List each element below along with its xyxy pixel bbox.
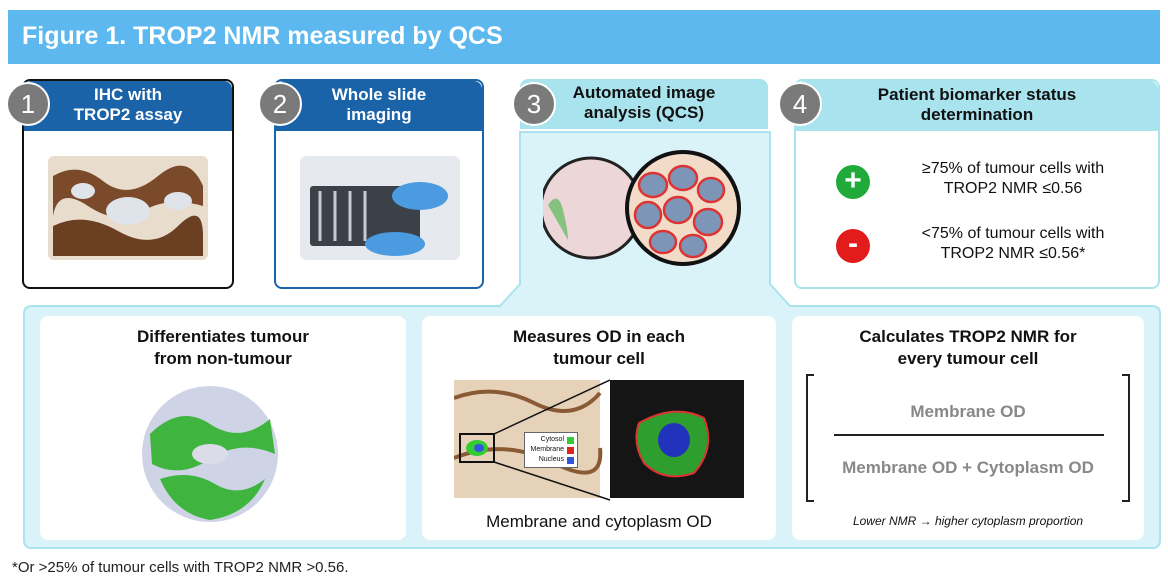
od-caption: Membrane and cytoplasm OD	[486, 512, 712, 531]
step-2-header: Whole slide imaging	[276, 81, 482, 131]
step-2-imaging: Whole slide imaging	[274, 79, 484, 289]
panel-2-title-line1: Measures OD in each	[513, 327, 685, 346]
legend-swatch-nucleus	[567, 456, 574, 464]
panel-tumour-detection: Differentiates tumour from non-tumour	[40, 316, 406, 540]
negative-status-line1: <75% of tumour cells with	[921, 225, 1105, 242]
step-1-header: IHC with TROP2 assay	[24, 81, 232, 131]
left-bracket	[806, 374, 814, 502]
panel-1-title: Differentiates tumour from non-tumour	[40, 326, 406, 370]
step-2-number-badge: 2	[258, 82, 302, 126]
negative-status-icon: -	[836, 229, 870, 263]
ihc-tissue-image	[48, 156, 208, 260]
step-3-title-line1: Automated image	[572, 83, 716, 102]
figure-title: Figure 1. TROP2 NMR measured by QCS	[8, 10, 1160, 64]
step-3-number-badge: 3	[512, 82, 556, 126]
tumour-segmentation-image	[142, 386, 278, 522]
legend-label-cytosol: Cytosol	[540, 436, 564, 443]
step-4-title-line1: Patient biomarker status	[877, 85, 1077, 104]
step-3-title-line2: analysis (QCS)	[584, 103, 704, 122]
step-2-title-line2: imaging	[346, 105, 412, 124]
right-bracket	[1122, 374, 1130, 502]
positive-status-icon: +	[836, 165, 870, 199]
legend-label-membrane: Membrane	[530, 446, 564, 453]
slide-scanner-image	[300, 156, 460, 260]
positive-status-text: ≥75% of tumour cells with TROP2 NMR ≤0.5…	[888, 159, 1138, 199]
legend-label-nucleus: Nucleus	[538, 456, 564, 463]
panel-1-title-line2: from non-tumour	[154, 349, 292, 368]
od-measurement-image	[454, 379, 744, 501]
panel-3-title-line2: every tumour cell	[897, 349, 1039, 368]
step-1-title-line2: TROP2 assay	[73, 105, 183, 124]
fraction-line	[834, 434, 1104, 436]
legend-swatch-membrane	[567, 446, 574, 454]
panel-3-title-line1: Calculates TROP2 NMR for	[859, 327, 1077, 346]
negative-status-line2: TROP2 NMR ≤0.56*	[940, 245, 1086, 262]
footnote: *Or >25% of tumour cells with TROP2 NMR …	[12, 559, 349, 576]
panel-1-title-line1: Differentiates tumour	[137, 327, 309, 346]
panel-2-title-line2: tumour cell	[553, 349, 645, 368]
legend-swatch-cytosol	[567, 436, 574, 444]
nmr-note: Lower NMR → higher cytoplasm proportion	[852, 514, 1084, 528]
step-3-header: Automated image analysis (QCS)	[520, 79, 768, 129]
positive-status-line1: ≥75% of tumour cells with	[921, 160, 1105, 177]
qcs-analysis-image	[543, 150, 741, 266]
panel-nmr-calculation: Calculates TROP2 NMR for every tumour ce…	[792, 316, 1144, 540]
legend-item-cytosol: Cytosol	[528, 435, 574, 445]
nmr-numerator: Membrane OD	[910, 402, 1026, 421]
step-4-status: Patient biomarker status determination +…	[794, 79, 1160, 289]
step-4-title-line2: determination	[920, 105, 1034, 124]
panel-3-title: Calculates TROP2 NMR for every tumour ce…	[792, 326, 1144, 370]
legend-item-nucleus: Nucleus	[528, 455, 574, 465]
legend-item-membrane: Membrane	[528, 445, 574, 455]
positive-status-line2: TROP2 NMR ≤0.56	[943, 180, 1083, 197]
negative-status-text: <75% of tumour cells with TROP2 NMR ≤0.5…	[888, 224, 1138, 264]
step-1-ihc: IHC with TROP2 assay	[22, 79, 234, 289]
od-legend: Cytosol Membrane Nucleus	[524, 432, 578, 468]
panel-2-title: Measures OD in each tumour cell	[422, 326, 776, 370]
step-4-header: Patient biomarker status determination	[796, 81, 1158, 131]
step-1-number-badge: 1	[6, 82, 50, 126]
step-4-number-badge: 4	[778, 82, 822, 126]
nmr-denominator: Membrane OD + Cytoplasm OD	[842, 458, 1094, 477]
panel-od-measurement: Measures OD in each tumour cell Cytosol …	[422, 316, 776, 540]
step-1-title-line1: IHC with	[94, 85, 162, 104]
step-2-title-line1: Whole slide	[331, 85, 427, 104]
